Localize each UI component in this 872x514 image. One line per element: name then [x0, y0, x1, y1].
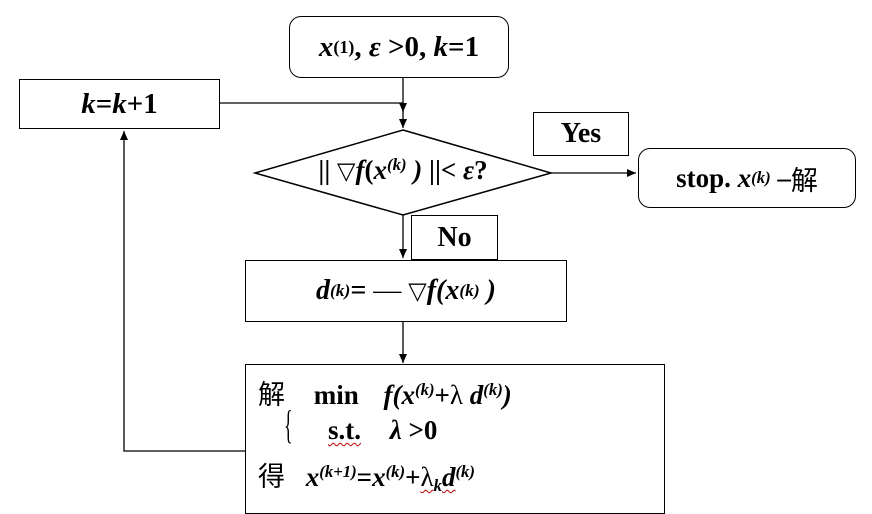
dir-open-paren: (: [436, 275, 446, 306]
obj-close-paren: ): [502, 380, 512, 410]
decision-f: f: [355, 155, 365, 186]
yes-label: Yes: [533, 112, 629, 156]
start-k: k: [433, 30, 449, 63]
upd-x2-sup: (k): [385, 461, 406, 481]
obj-f: f: [383, 380, 393, 410]
flow-connectors: [120, 78, 636, 452]
dir-f: f: [426, 275, 437, 306]
start-x: x: [318, 30, 334, 63]
cons-positive: >0: [401, 415, 438, 445]
stop-box: stop. x(k) –解: [638, 148, 856, 208]
dir-x-sup: (k): [459, 281, 480, 300]
arrow-loop-back: [120, 131, 245, 452]
no-text: No: [437, 221, 472, 253]
dir-x: x: [445, 275, 460, 306]
dir-nabla-icon: ▽: [408, 277, 427, 305]
upd-x: x: [305, 462, 320, 492]
stop-x-sup: (k): [751, 168, 771, 187]
dir-minus: —: [373, 275, 409, 306]
upd-x-sup: (k+1): [319, 461, 357, 481]
upd-lambda: λ: [420, 462, 434, 492]
dir-d: d: [316, 275, 331, 306]
obj-x: x: [401, 380, 416, 410]
decision-text: || ▽f(x(k) ) ||< ε?: [278, 155, 528, 186]
obj-d: d: [463, 380, 484, 410]
obj-lambda: λ: [449, 380, 464, 410]
stop-dash: –: [770, 162, 791, 193]
solve-char: 解: [258, 380, 285, 411]
dir-close-paren: ): [479, 275, 496, 306]
start-sep: ,: [354, 30, 369, 63]
upd-step-term: λkd: [420, 462, 456, 496]
obj-d-sup: (k): [483, 379, 503, 399]
norm-right: ||<: [422, 155, 457, 186]
decision-epsilon: ε: [456, 155, 475, 186]
nabla-icon: ▽: [337, 157, 356, 186]
arrow-increment-to-main: [220, 102, 407, 112]
obj-plus: +: [434, 380, 450, 410]
decision-x: x: [373, 155, 388, 186]
inc-k1: k: [81, 87, 96, 120]
inc-k2: k: [112, 87, 127, 120]
linesearch-update-line: 得 x(k+1)=x(k)+λkd(k): [258, 455, 475, 496]
decision-x-sup: (k): [387, 155, 407, 174]
linesearch-objective-line: 解 min f(x(k)+λ d(k)): [258, 373, 512, 412]
start-box: x(1), ε >0, k=1: [289, 16, 509, 78]
inc-plus-one: +1: [126, 87, 158, 120]
start-epsilon: ε: [368, 30, 381, 63]
start-eps-cond: >0,: [380, 30, 434, 63]
norm-left: ||: [318, 155, 331, 186]
stop-x: x: [737, 162, 752, 193]
get-char: 得: [258, 462, 285, 493]
cons-lambda: λ: [389, 415, 402, 445]
st-keyword: s.t.: [328, 415, 361, 445]
obj-x-sup: (k): [415, 379, 435, 399]
min-keyword: min: [313, 380, 359, 410]
dir-eq: =: [350, 275, 374, 306]
upd-plus: +: [405, 462, 421, 492]
dir-d-sup: (k): [330, 281, 351, 300]
increment-box: k=k+1: [19, 79, 220, 129]
stop-label: stop.: [676, 162, 738, 193]
decision-open-paren: (: [364, 155, 374, 186]
stop-solution-char: 解: [790, 165, 818, 197]
yes-text: Yes: [560, 118, 602, 149]
decision-close-paren: ): [406, 155, 423, 186]
linesearch-constraint-line: s.t. λ >0: [328, 415, 437, 446]
upd-d: d: [441, 462, 456, 492]
brace-char: {: [284, 402, 293, 447]
upd-x2: x: [372, 462, 386, 492]
linesearch-box: 解 min f(x(k)+λ d(k)) { s.t. λ >0 得 x(k+1…: [245, 364, 665, 514]
start-k-init: =1: [448, 30, 480, 63]
inc-eq: =: [95, 87, 113, 120]
upd-lambda-sub: k: [433, 476, 442, 496]
start-x-sup: (1): [333, 36, 355, 57]
upd-d-sup: (k): [455, 461, 475, 481]
obj-open-paren: (: [392, 380, 402, 410]
no-label: No: [411, 215, 498, 260]
decision-question: ?: [474, 155, 488, 186]
direction-box: d(k)= — ▽f(x(k) ): [245, 260, 567, 322]
brace-symbol: {: [284, 401, 293, 448]
upd-eq: =: [356, 462, 373, 492]
